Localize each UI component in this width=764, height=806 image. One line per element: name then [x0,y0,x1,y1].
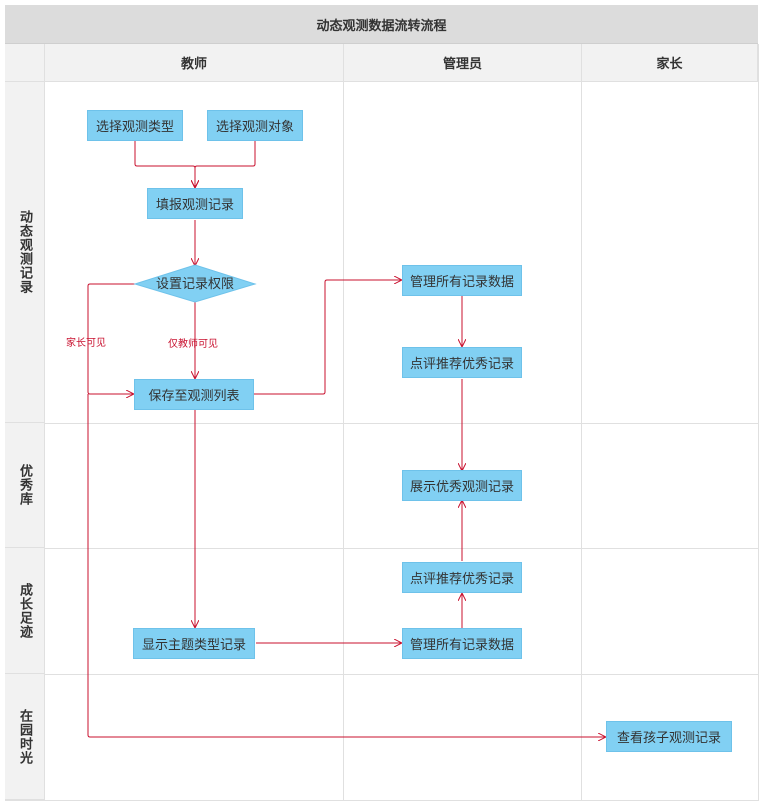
grid-line [44,674,758,675]
lane-header-parent: 家长 [581,44,758,82]
node-select-object[interactable]: 选择观测对象 [207,110,303,141]
grid-line [343,82,344,800]
phase-growth-footprint: 成长足迹 [5,548,44,674]
node-fill-record[interactable]: 填报观测记录 [147,188,243,219]
grid-line [5,800,759,801]
node-admin-manage-1[interactable]: 管理所有记录数据 [402,265,522,296]
node-admin-manage-2[interactable]: 管理所有记录数据 [402,628,522,659]
node-show-theme-records[interactable]: 显示主题类型记录 [133,628,255,659]
connector-object-to-fill [195,141,256,187]
diagram-title: 动态观测数据流转流程 [5,5,758,44]
phase-excellent-library: 优秀库 [5,423,44,548]
edge-label-teacher-only: 仅教师可见 [168,339,218,350]
edge-label-parent-visible: 家长可见 [66,338,106,349]
connector-save-to-admin [254,280,401,395]
phase-observation-record: 动态观测记录 [5,82,44,423]
node-admin-review-2[interactable]: 点评推荐优秀记录 [402,562,522,593]
node-show-excellent[interactable]: 展示优秀观测记录 [402,470,522,501]
lane-header-admin: 管理员 [343,44,581,82]
grid-line [758,44,759,800]
grid-line [44,548,758,549]
grid-line [44,423,758,424]
node-select-type[interactable]: 选择观测类型 [87,110,183,141]
node-save-list[interactable]: 保存至观测列表 [134,379,254,410]
connector-parent-visible [87,283,135,394]
phase-corner [5,44,44,82]
grid-line [44,44,45,800]
phase-kindergarten-time: 在园时光 [5,674,44,800]
decision-diamond [133,264,257,303]
grid-line [581,82,582,800]
node-parent-view[interactable]: 查看孩子观测记录 [606,721,732,752]
connector-parent-to-view [87,394,605,737]
decision-label: 设置记录权限 [156,276,234,292]
lane-header-teacher: 教师 [44,44,343,82]
node-admin-review-1[interactable]: 点评推荐优秀记录 [402,347,522,378]
